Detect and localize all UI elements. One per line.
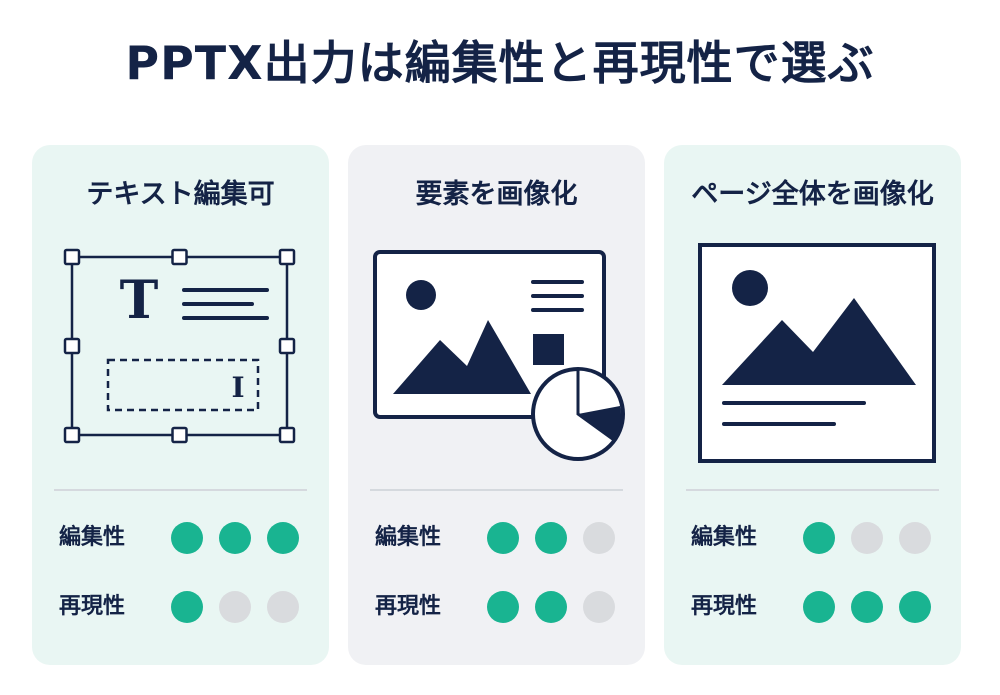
image-elements-icon (373, 250, 625, 461)
card-title: 要素を画像化 (415, 179, 578, 210)
rating-dot-filled (487, 591, 519, 623)
divider (370, 489, 623, 491)
option-card-full-page-image: ページ全体を画像化 編集性 再現性 (664, 145, 961, 665)
rating-row-editability: 編集性 (348, 518, 645, 558)
rating-dot-empty (899, 522, 931, 554)
rating-label: 編集性 (59, 525, 126, 550)
rating-dots (171, 522, 299, 554)
card-title: ページ全体を画像化 (691, 179, 934, 210)
rating-dot-filled (803, 591, 835, 623)
divider (54, 489, 307, 491)
rating-dot-filled (171, 591, 203, 623)
full-page-image-icon (698, 243, 936, 463)
rating-dot-empty (267, 591, 299, 623)
rating-row-reproducibility: 再現性 (664, 587, 961, 627)
rating-dot-filled (219, 522, 251, 554)
option-card-editable-text: テキスト編集可 T I 編集性 再現性 (32, 145, 329, 665)
rating-dot-empty (851, 522, 883, 554)
rating-dot-filled (851, 591, 883, 623)
rating-dot-empty (219, 591, 251, 623)
rating-dot-filled (535, 591, 567, 623)
rating-dot-filled (267, 522, 299, 554)
rating-dot-empty (583, 522, 615, 554)
rating-label: 再現性 (59, 594, 126, 619)
rating-dots (803, 522, 931, 554)
editable-text-box-icon: T I (63, 248, 296, 444)
text-cursor-glyph: I (231, 371, 244, 404)
rating-dot-filled (803, 522, 835, 554)
rating-row-editability: 編集性 (664, 518, 961, 558)
rating-row-reproducibility: 再現性 (348, 587, 645, 627)
rating-dots (803, 591, 931, 623)
rating-dot-filled (171, 522, 203, 554)
rating-label: 再現性 (375, 594, 442, 619)
rating-dot-filled (899, 591, 931, 623)
text-glyph: T (120, 270, 159, 331)
rating-dot-empty (583, 591, 615, 623)
rating-dots (487, 522, 615, 554)
rating-row-editability: 編集性 (32, 518, 329, 558)
rating-row-reproducibility: 再現性 (32, 587, 329, 627)
card-title: テキスト編集可 (86, 179, 275, 210)
rating-label: 編集性 (691, 525, 758, 550)
rating-dot-filled (487, 522, 519, 554)
rating-dots (171, 591, 299, 623)
rating-dots (487, 591, 615, 623)
page-title: PPTX出力は編集性と再現性で選ぶ (125, 36, 875, 90)
option-card-image-elements: 要素を画像化 編集性 再現性 (348, 145, 645, 665)
divider (686, 489, 939, 491)
rating-label: 再現性 (691, 594, 758, 619)
rating-dot-filled (535, 522, 567, 554)
rating-label: 編集性 (375, 525, 442, 550)
